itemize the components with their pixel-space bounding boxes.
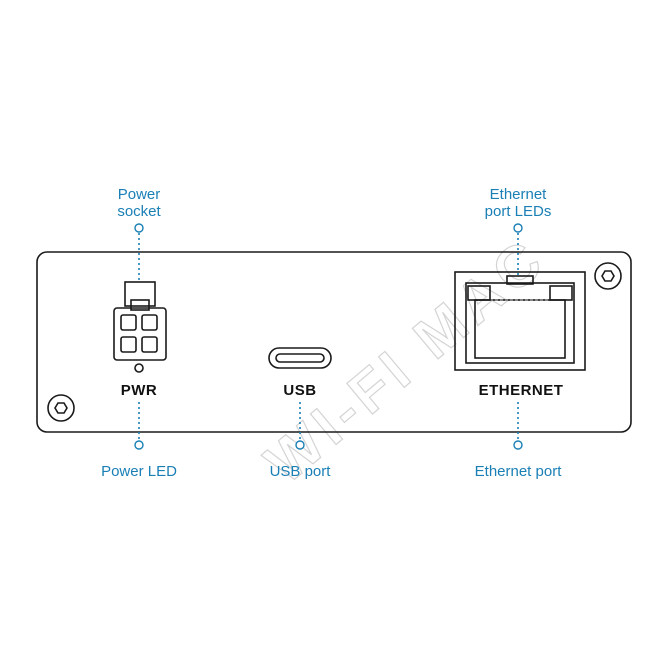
device-panel	[36, 251, 632, 433]
leader-dot	[295, 440, 305, 450]
callout-power-socket-line1: Power	[118, 186, 161, 203]
watermark: WI-FI MAC	[253, 225, 558, 496]
label-usb: USB	[283, 382, 316, 399]
leader-dot	[134, 440, 144, 450]
callout-power-led: Power LED	[101, 463, 177, 480]
power-led	[134, 363, 144, 373]
label-ethernet: ETHERNET	[479, 382, 564, 399]
leader-dot	[513, 440, 523, 450]
label-pwr: PWR	[121, 382, 158, 399]
callout-ethernet-port: Ethernet port	[475, 463, 563, 480]
usb-c-port	[268, 347, 332, 369]
screw-icon	[47, 394, 75, 422]
callout-ethernet-leds-line2: port LEDs	[485, 203, 552, 220]
screw-icon	[594, 262, 622, 290]
leader-dot	[134, 223, 144, 233]
callout-ethernet-leds-line1: Ethernet	[490, 186, 548, 203]
ethernet-led-right	[549, 285, 573, 301]
leader-dot	[513, 223, 523, 233]
callout-power-socket-line2: socket	[117, 203, 161, 220]
power-socket	[113, 281, 167, 361]
ethernet-led-left	[467, 285, 491, 301]
callout-usb-port: USB port	[270, 463, 332, 480]
ethernet-port	[454, 271, 586, 371]
